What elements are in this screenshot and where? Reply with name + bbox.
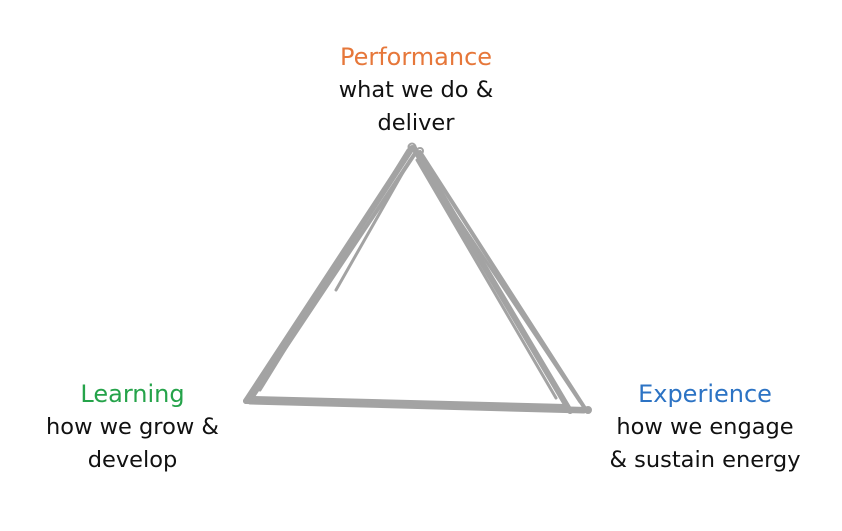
node-learning-title: Learning — [80, 380, 185, 408]
node-experience-desc-line-2: & sustain energy — [609, 447, 801, 473]
node-performance-desc-line-2: deliver — [377, 110, 455, 136]
vertex-dot-right — [584, 406, 592, 414]
node-performance-title: Performance — [339, 43, 493, 71]
vertex-dot-top — [416, 147, 424, 155]
triangle-edge-left-sketch — [258, 148, 410, 392]
node-performance: Performance what we do & deliver — [281, 41, 551, 140]
triangle-edge-left-sketch — [334, 158, 412, 292]
triangle-edge-bottom-sketch — [248, 401, 586, 414]
node-learning-desc-line-2: develop — [87, 447, 178, 473]
node-learning: Learning how we grow & develop — [10, 378, 255, 477]
node-experience-desc-line-1: how we engage — [616, 414, 794, 440]
node-performance-desc-line-1: what we do & — [338, 77, 494, 103]
triangle-edge-bottom — [243, 398, 591, 413]
node-learning-desc-line-1: how we grow & — [46, 414, 219, 440]
vertex-dot-top — [407, 142, 417, 152]
node-experience-title: Experience — [638, 380, 772, 408]
node-experience: Experience how we engage & sustain energ… — [575, 378, 835, 477]
triangle-edge-bottom-sketch — [252, 396, 568, 408]
triangle-edge-right-sketch — [415, 158, 558, 400]
hand-drawn-triangle — [243, 142, 592, 414]
triangle-edge-right-sketch — [420, 163, 582, 404]
